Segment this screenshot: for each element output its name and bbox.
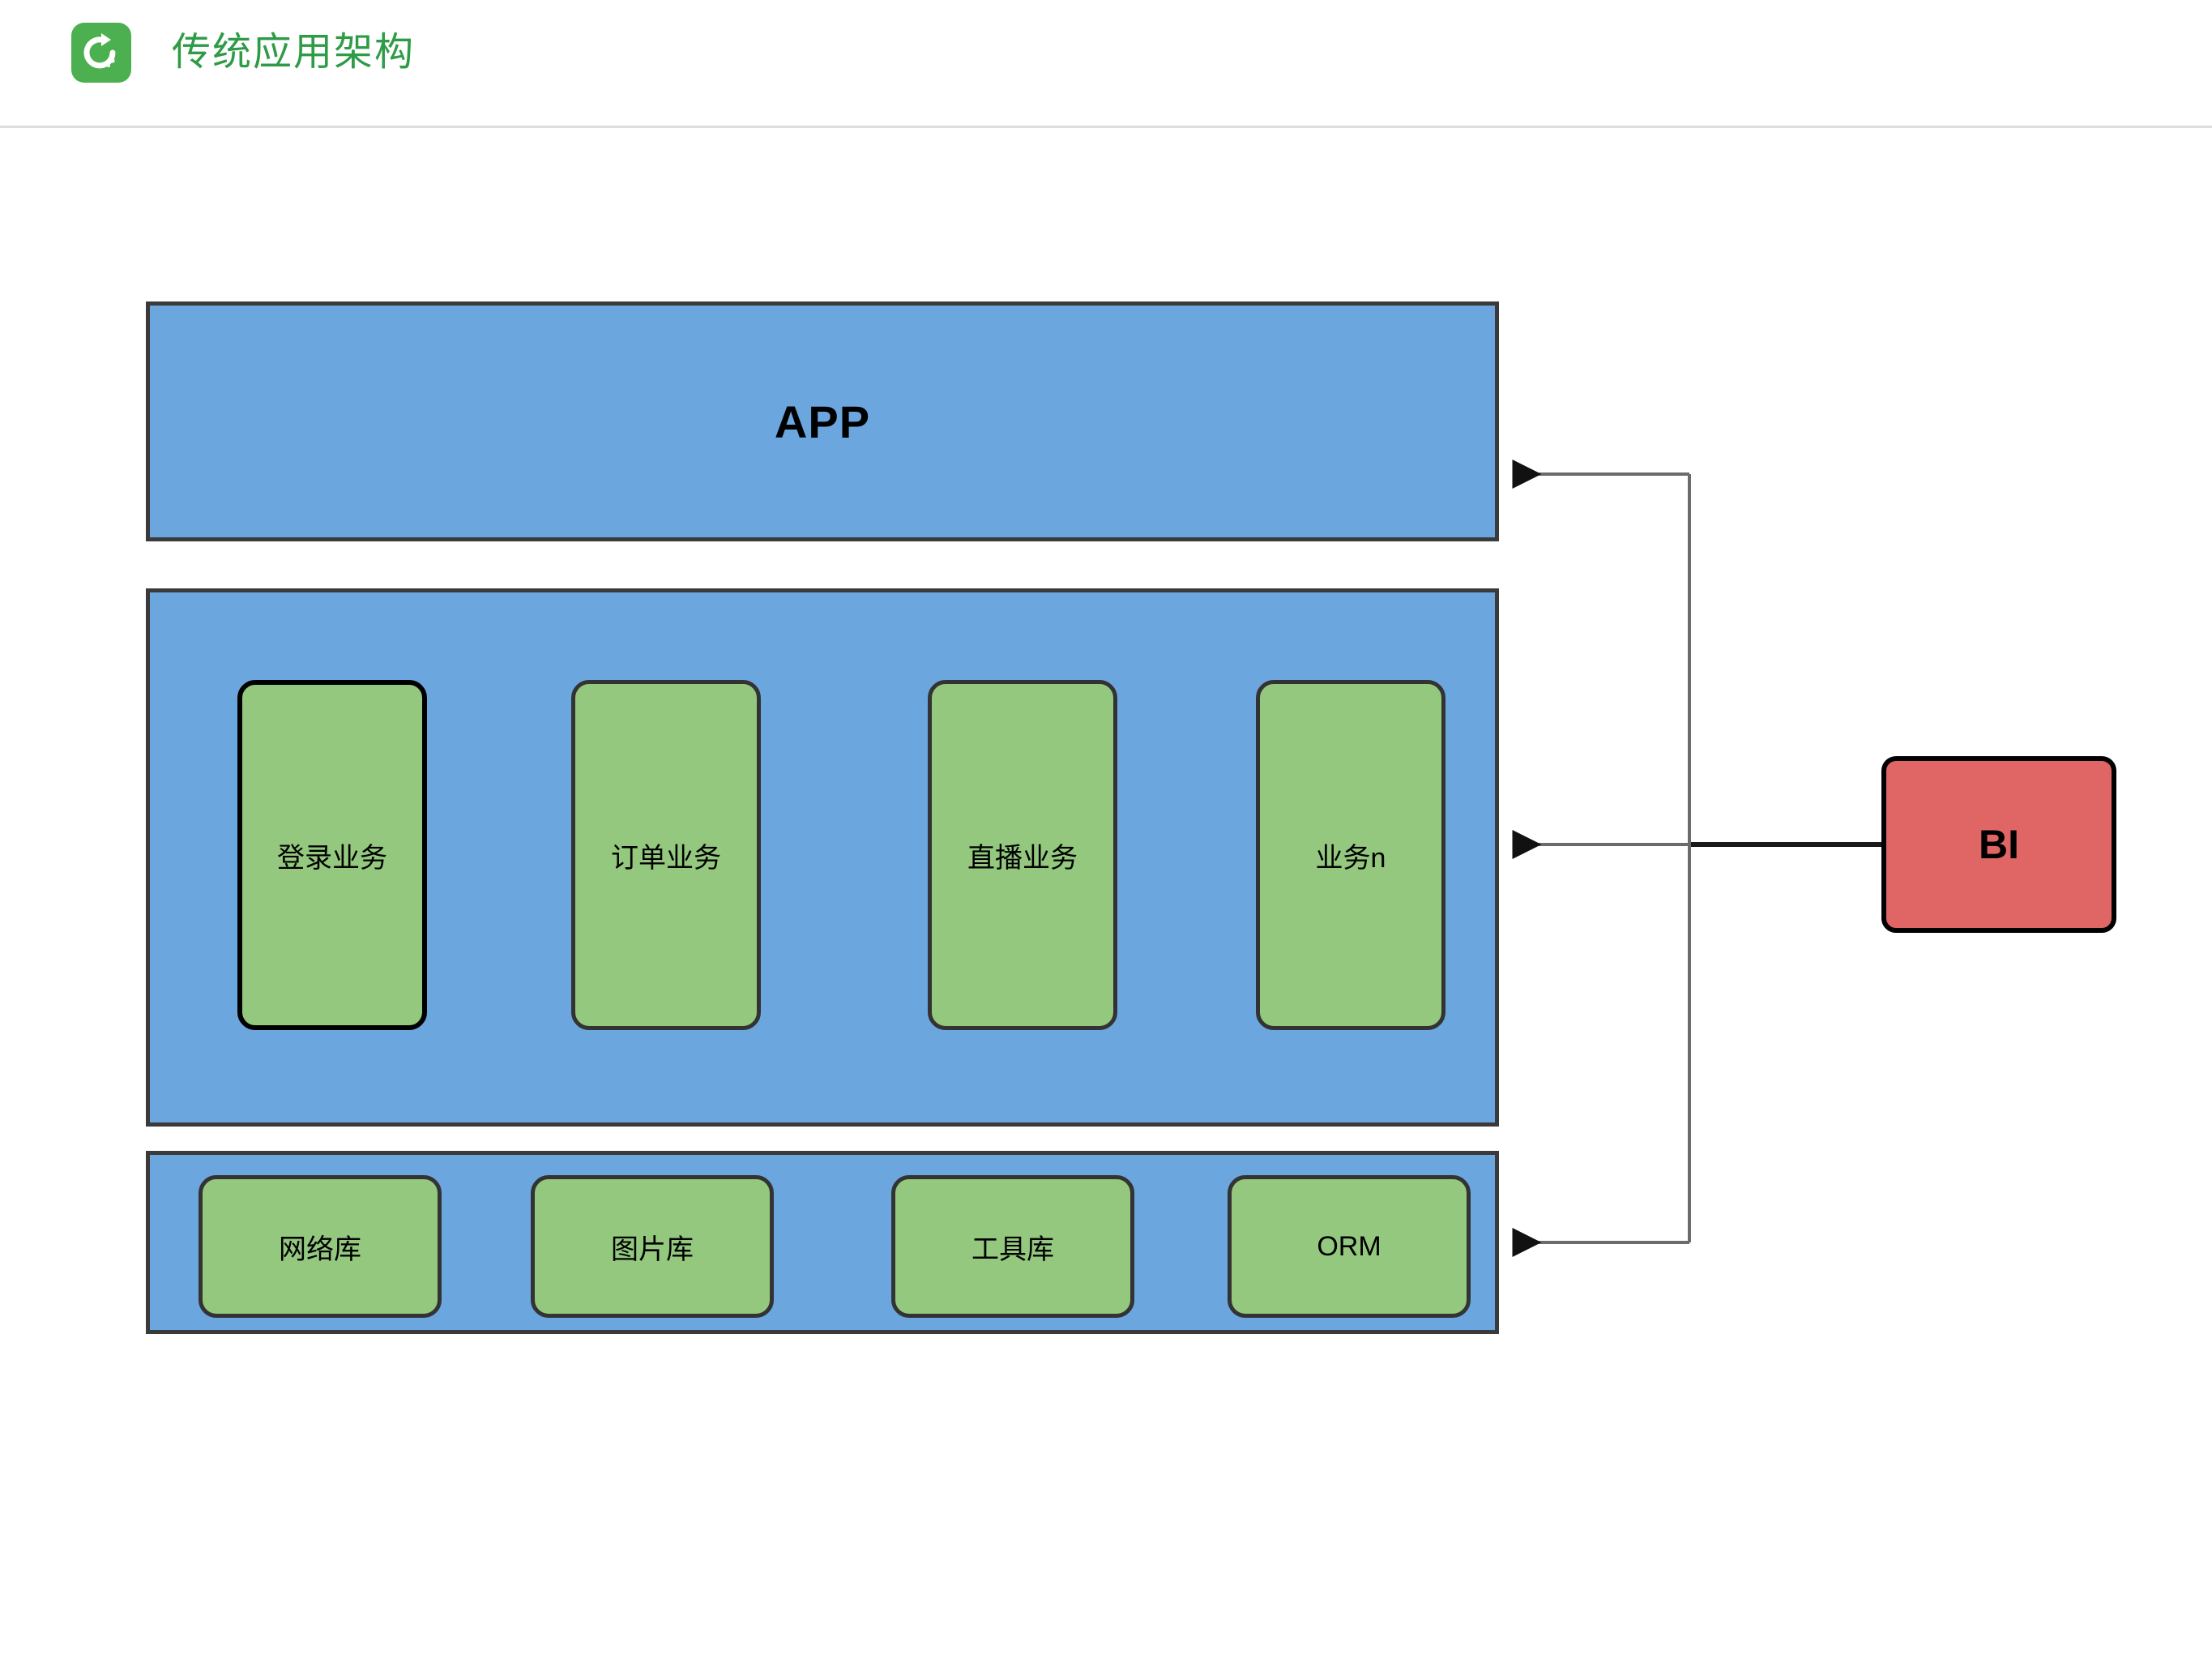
library-card-network[interactable]: 网络库 (199, 1175, 442, 1318)
business-card-live[interactable]: 直播业务 (928, 680, 1117, 1030)
refresh-circular-arrow-icon (80, 32, 122, 74)
business-card-login[interactable]: 登录业务 (237, 680, 427, 1030)
page-title: 传统应用架构 (172, 31, 416, 74)
library-card-orm[interactable]: ORM (1228, 1175, 1471, 1318)
business-card-order[interactable]: 订单业务 (571, 680, 761, 1030)
layer-app-label: APP (774, 396, 871, 447)
library-card-tools-label: 工具库 (971, 1234, 1054, 1265)
library-card-orm-label: ORM (1317, 1230, 1381, 1262)
library-card-image-label: 图片库 (611, 1234, 694, 1265)
node-bi-label: BI (1979, 822, 2019, 867)
library-card-tools[interactable]: 工具库 (891, 1175, 1134, 1318)
layer-libraries[interactable]: 网络库 图片库 工具库 ORM (146, 1151, 1499, 1334)
diagram-canvas: APP 登录业务 订单业务 直播业务 业务n 网络库 图片库 工具库 ORM (0, 128, 2212, 1659)
library-card-image[interactable]: 图片库 (531, 1175, 774, 1318)
page-header: 传统应用架构 (0, 0, 2212, 128)
layer-app[interactable]: APP (146, 301, 1499, 541)
connector-bi-trunk (1688, 474, 1881, 1242)
business-card-n[interactable]: 业务n (1256, 680, 1445, 1030)
business-card-live-label: 直播业务 (967, 842, 1078, 874)
app-logo (71, 23, 131, 83)
library-card-network-label: 网络库 (279, 1234, 361, 1265)
node-bi[interactable]: BI (1881, 756, 2116, 933)
business-card-n-label: 业务n (1315, 842, 1386, 874)
business-card-login-label: 登录业务 (277, 842, 387, 874)
layer-business[interactable]: 登录业务 订单业务 直播业务 业务n (146, 588, 1499, 1127)
business-card-order-label: 订单业务 (611, 842, 721, 874)
